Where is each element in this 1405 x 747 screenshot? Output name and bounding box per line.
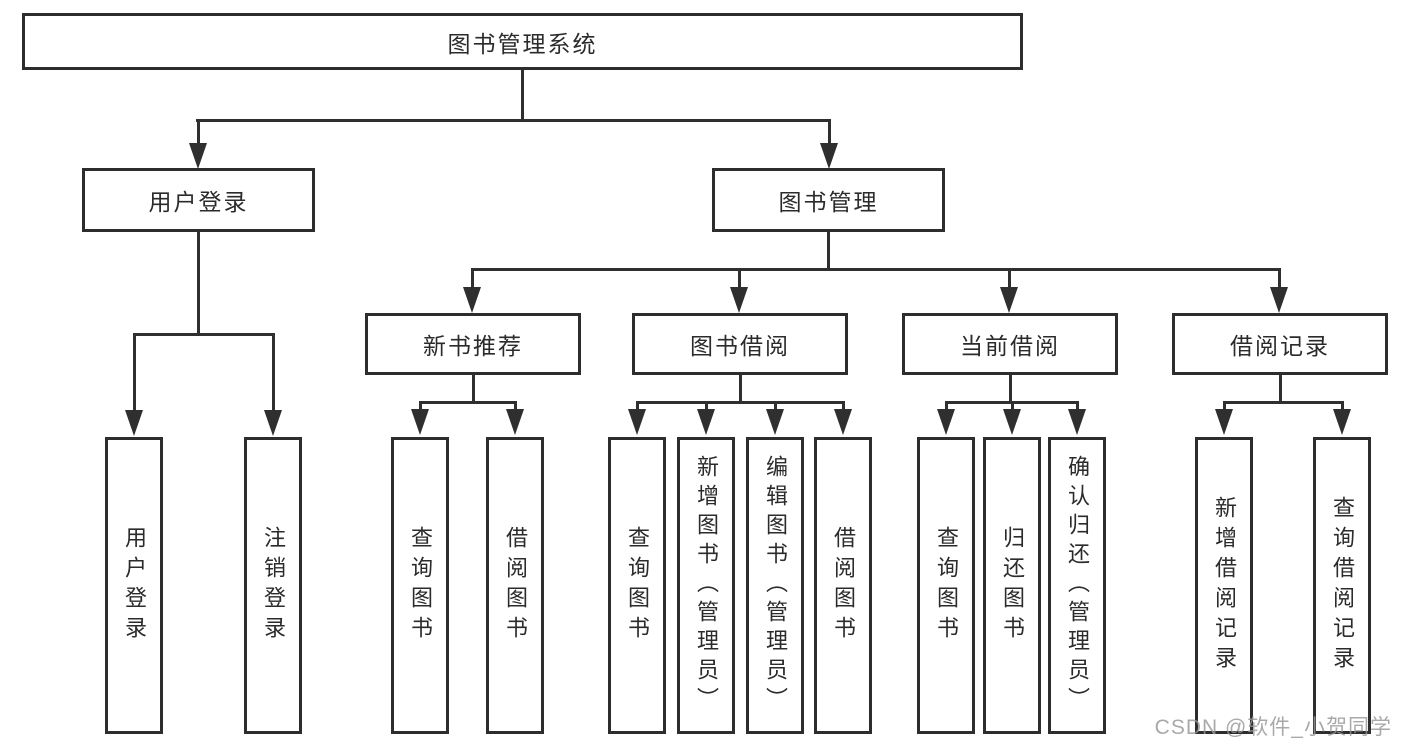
arrowhead-records bbox=[1270, 287, 1288, 313]
connector-newbook-drop bbox=[471, 268, 474, 290]
arrowhead-leaf bbox=[834, 409, 852, 435]
arrowhead-currentborrow bbox=[1000, 287, 1018, 313]
connector-leaf-drop bbox=[842, 401, 845, 412]
node-new-book-recommend-label: 新书推荐 bbox=[423, 333, 523, 359]
node-book-management: 图书管理 bbox=[712, 168, 945, 232]
connector-leaf-login-drop bbox=[133, 333, 136, 411]
connector-leaf-drop bbox=[705, 401, 708, 412]
connector-user-login-drop bbox=[197, 119, 200, 147]
connector-leaf-drop bbox=[1223, 401, 1226, 412]
arrowhead-leaf-login bbox=[125, 410, 143, 436]
connector-leaf-drop bbox=[1341, 401, 1344, 412]
arrowhead-leaf bbox=[1003, 409, 1021, 435]
leaf-query-books-newbook-label: 查询图书 bbox=[408, 525, 433, 646]
leaf-query-borrow-record-label: 查询借阅记录 bbox=[1330, 495, 1355, 676]
connector-book-mgmt-stem bbox=[827, 230, 830, 270]
leaf-confirm-return-admin: 确认归还（管理员） bbox=[1048, 437, 1106, 734]
arrowhead-leaf bbox=[411, 409, 429, 435]
connector-root-stem bbox=[521, 68, 524, 121]
node-user-login-label: 用户登录 bbox=[148, 189, 249, 215]
arrowhead-user-login bbox=[189, 143, 207, 169]
connector-leaf-logout-drop bbox=[272, 333, 275, 411]
arrowhead-leaf bbox=[1215, 409, 1233, 435]
node-book-borrow: 图书借阅 bbox=[632, 313, 848, 375]
arrowhead-leaf bbox=[1068, 409, 1086, 435]
connector-level2-bar bbox=[196, 119, 830, 122]
connector-leaf-drop bbox=[636, 401, 639, 412]
node-book-management-label: 图书管理 bbox=[778, 189, 879, 215]
leaf-logout-label: 注销登录 bbox=[261, 525, 286, 646]
connector-book-mgmt-drop bbox=[828, 119, 831, 147]
arrowhead-leaf bbox=[937, 409, 955, 435]
node-new-book-recommend: 新书推荐 bbox=[365, 313, 581, 375]
leaf-user-login: 用户登录 bbox=[105, 437, 163, 734]
leaf-return-book: 归还图书 bbox=[983, 437, 1041, 734]
leaf-edit-book-admin-label: 编辑图书（管理员） bbox=[763, 455, 788, 716]
arrowhead-bookborrow bbox=[730, 287, 748, 313]
arrowhead-leaf bbox=[766, 409, 784, 435]
leaf-confirm-return-admin-label: 确认归还（管理员） bbox=[1065, 455, 1090, 716]
connector-level3-bar bbox=[471, 268, 1281, 271]
watermark: CSDN @软件_小贺同学 bbox=[1154, 716, 1392, 739]
leaf-logout: 注销登录 bbox=[244, 437, 302, 734]
connector-leaf-drop bbox=[774, 401, 777, 412]
node-current-borrow: 当前借阅 bbox=[902, 313, 1118, 375]
node-book-borrow-label: 图书借阅 bbox=[690, 333, 790, 359]
connector-bookborrow-drop bbox=[738, 268, 741, 290]
node-borrow-records-label: 借阅记录 bbox=[1230, 333, 1330, 359]
leaf-return-book-label: 归还图书 bbox=[1000, 525, 1025, 646]
connector-leaf-drop bbox=[419, 401, 422, 412]
arrowhead-book-mgmt bbox=[820, 143, 838, 169]
connector-currentborrow-stem bbox=[1009, 373, 1012, 404]
leaf-add-book-admin-label: 新增图书（管理员） bbox=[694, 455, 719, 716]
connector-leaf-drop bbox=[1011, 401, 1014, 412]
leaf-query-books-current: 查询图书 bbox=[917, 437, 975, 734]
leaf-user-login-label: 用户登录 bbox=[122, 525, 147, 646]
connector-newbook-stem bbox=[472, 373, 475, 404]
leaf-borrow-books-borrow-label: 借阅图书 bbox=[831, 525, 856, 646]
arrowhead-leaf bbox=[697, 409, 715, 435]
connector-leaf-drop bbox=[945, 401, 948, 412]
arrowhead-leaf bbox=[1333, 409, 1351, 435]
connector-records-stem bbox=[1279, 373, 1282, 404]
leaf-query-books-current-label: 查询图书 bbox=[934, 525, 959, 646]
connector-records-drop bbox=[1278, 268, 1281, 290]
connector-bookborrow-bar bbox=[636, 401, 844, 404]
node-current-borrow-label: 当前借阅 bbox=[960, 333, 1060, 359]
connector-records-bar bbox=[1223, 401, 1343, 404]
leaf-add-book-admin: 新增图书（管理员） bbox=[677, 437, 735, 734]
node-borrow-records: 借阅记录 bbox=[1172, 313, 1388, 375]
node-user-login: 用户登录 bbox=[82, 168, 315, 232]
leaf-query-books-borrow-label: 查询图书 bbox=[625, 525, 650, 646]
leaf-borrow-books-borrow: 借阅图书 bbox=[814, 437, 872, 734]
leaf-edit-book-admin: 编辑图书（管理员） bbox=[746, 437, 804, 734]
leaf-add-borrow-record: 新增借阅记录 bbox=[1195, 437, 1253, 734]
connector-leaf-drop bbox=[514, 401, 517, 412]
leaf-query-books-borrow: 查询图书 bbox=[608, 437, 666, 734]
leaf-borrow-books-newbook-label: 借阅图书 bbox=[503, 525, 528, 646]
leaf-borrow-books-newbook: 借阅图书 bbox=[486, 437, 544, 734]
leaf-query-books-newbook: 查询图书 bbox=[391, 437, 449, 734]
connector-currentborrow-drop bbox=[1008, 268, 1011, 290]
connector-user-login-stem bbox=[197, 230, 200, 335]
connector-newbook-bar bbox=[419, 401, 516, 404]
arrowhead-leaf-logout bbox=[264, 410, 282, 436]
node-root-label: 图书管理系统 bbox=[447, 30, 598, 57]
leaf-query-borrow-record: 查询借阅记录 bbox=[1313, 437, 1371, 734]
arrowhead-leaf bbox=[628, 409, 646, 435]
arrowhead-leaf bbox=[506, 409, 524, 435]
leaf-add-borrow-record-label: 新增借阅记录 bbox=[1212, 495, 1237, 676]
connector-leaf-drop bbox=[1076, 401, 1079, 412]
connector-bookborrow-stem bbox=[739, 373, 742, 404]
node-root: 图书管理系统 bbox=[22, 13, 1023, 70]
arrowhead-newbook bbox=[463, 287, 481, 313]
connector-user-login-bar bbox=[133, 333, 274, 336]
